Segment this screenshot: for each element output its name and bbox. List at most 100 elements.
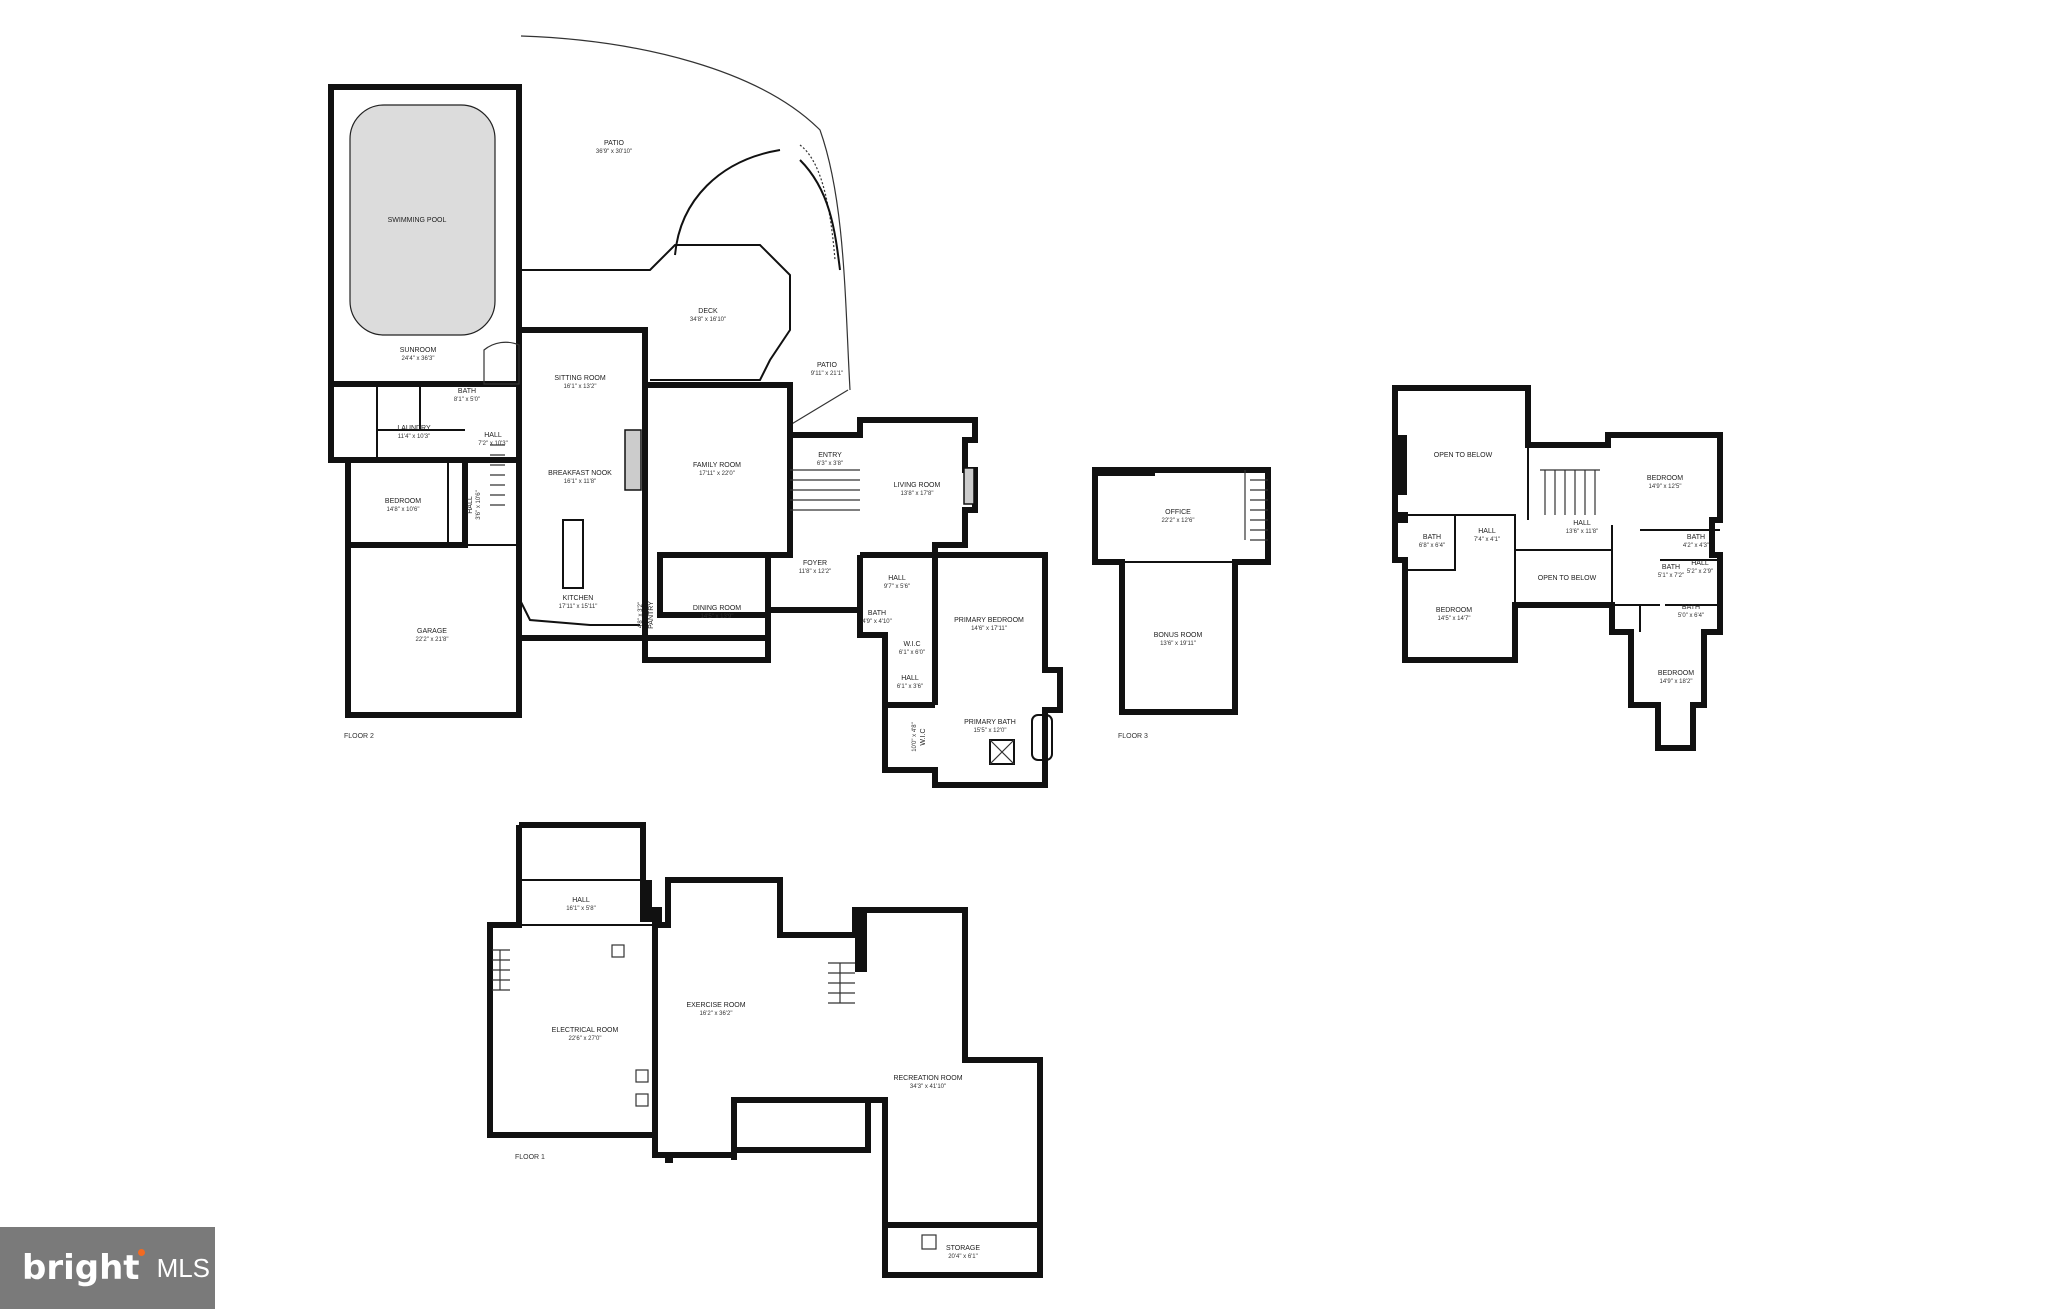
room-name: BATH xyxy=(1687,534,1705,541)
room-name: EXERCISE ROOM xyxy=(686,1002,745,1009)
room-dim: 14'6" x 17'11" xyxy=(971,626,1007,632)
room-name: BONUS ROOM xyxy=(1154,632,1203,639)
room-name: HALL xyxy=(1573,520,1591,527)
room-name: PRIMARY BATH xyxy=(964,719,1016,726)
bright-mls-logo: bright MLS xyxy=(0,1227,215,1309)
room-name: HALL xyxy=(1691,560,1709,567)
room-name: RECREATION ROOM xyxy=(893,1075,962,1082)
room-name: HALL xyxy=(572,897,590,904)
room-dim: 9'11" x 21'1" xyxy=(811,371,843,377)
room-name: LIVING ROOM xyxy=(894,482,941,489)
room-dim: 14'9" x 12'5" xyxy=(1649,484,1682,490)
swimming-pool-shape xyxy=(349,104,496,336)
room-dim: 14'9" x 18'2" xyxy=(1660,679,1693,685)
room-dim: 10'0" x 4'8" xyxy=(912,722,918,752)
room-dim: 36'9" x 30'10" xyxy=(596,149,632,155)
room-dim: 15'5" x 12'0" xyxy=(974,728,1007,734)
room-name: BREAKFAST NOOK xyxy=(548,470,612,477)
room-dim: 17'11" x 15'11" xyxy=(559,604,598,610)
floor-3-label: FLOOR 3 xyxy=(1118,733,1148,740)
room-dim: 5'2" x 2'9" xyxy=(1687,569,1713,575)
room-name: GARAGE xyxy=(417,628,447,635)
floor-1-label: FLOOR 1 xyxy=(515,1154,545,1161)
room-dim: 7'4" x 4'1" xyxy=(1474,537,1500,543)
room-dim: 5'0" x 6'4" xyxy=(1678,613,1704,619)
room-dim: 24'4" x 36'3" xyxy=(402,356,435,362)
room-name: PANTRY xyxy=(648,601,655,629)
room-name: OFFICE xyxy=(1165,509,1191,516)
logo-accent-dot xyxy=(137,1248,145,1256)
room-dim: 14'5" x 14'7" xyxy=(1438,616,1471,622)
room-dim: 13'8" x 17'8" xyxy=(901,491,934,497)
room-name: DECK xyxy=(698,308,718,315)
room-dim: 16'1" x 5'8" xyxy=(566,906,596,912)
floor-3-wing-plan xyxy=(1392,385,1723,751)
room-name: KITCHEN xyxy=(563,595,594,602)
floor-1-plan xyxy=(487,822,1043,1278)
room-dim: 17'11" x 22'0" xyxy=(699,471,735,477)
room-name: W.I.C xyxy=(920,728,927,745)
room-name: HALL xyxy=(888,575,906,582)
room-name: OPEN TO BELOW xyxy=(1538,575,1597,582)
room-name: FAMILY ROOM xyxy=(693,462,741,469)
room-name: W.I.C xyxy=(903,641,920,648)
room-dim: 7'2" x 10'3" xyxy=(478,441,508,447)
room-dim: 5'1" x 7'2" xyxy=(1658,573,1684,579)
room-name: OPEN TO BELOW xyxy=(1434,452,1493,459)
room-dim: 6'1" x 6'0" xyxy=(899,650,925,656)
room-dim: 4'2" x 4'3" xyxy=(1683,543,1709,549)
room-dim: 6'8" x 6'4" xyxy=(1419,543,1445,549)
room-dim: 22'2" x 21'8" xyxy=(416,637,449,643)
room-dim: 13'6" x 19'11" xyxy=(1160,641,1196,647)
logo-mls: MLS xyxy=(156,1252,211,1283)
room-name: ELECTRICAL ROOM xyxy=(552,1027,619,1034)
floor-3-plan xyxy=(1092,467,1271,715)
room-name: HALL xyxy=(901,675,919,682)
room-dim: 4'9" x 4'10" xyxy=(862,619,892,625)
room-dim: 3'6" x 10'6" xyxy=(476,490,482,520)
room-dim: 16'2" x 36'2" xyxy=(700,1011,733,1017)
room-dim: 14'8" x 10'6" xyxy=(387,507,420,513)
room-dim: 22'6" x 27'0" xyxy=(569,1036,602,1042)
room-dim: 16'1" x 13'2" xyxy=(564,384,597,390)
room-dim: 16'1" x 11'8" xyxy=(564,479,596,485)
room-name: HALL xyxy=(1478,528,1496,535)
room-dim: 6'3" x 3'8" xyxy=(817,461,843,467)
room-dim: 34'3" x 41'10" xyxy=(910,1084,946,1090)
room-dim: 22'2" x 12'6" xyxy=(1162,518,1195,524)
room-dim: 8'1" x 5'0" xyxy=(454,397,480,403)
room-name: BATH xyxy=(1662,564,1680,571)
room-name: BATH xyxy=(1423,534,1441,541)
room-name: SITTING ROOM xyxy=(554,375,606,382)
room-name: PATIO xyxy=(604,140,625,147)
room-name: SUNROOM xyxy=(400,347,437,354)
room-name: ENTRY xyxy=(818,452,842,459)
room-name: HALL xyxy=(467,496,474,514)
room-name: STORAGE xyxy=(946,1245,980,1252)
room-name: BATH xyxy=(1682,604,1700,611)
room-dim: 14'5" x 13'9" xyxy=(701,614,734,620)
floor-2-label: FLOOR 2 xyxy=(344,733,374,740)
room-dim: 34'8" x 16'10" xyxy=(690,317,726,323)
room-dim: 11'4" x 10'3" xyxy=(398,434,430,440)
room-name: PATIO xyxy=(817,362,838,369)
room-dim: 11'8" x 12'2" xyxy=(799,569,831,575)
room-name: PRIMARY BEDROOM xyxy=(954,617,1024,624)
room-dim: 4'8" x 3'2" xyxy=(638,602,644,628)
room-name: DINING ROOM xyxy=(693,605,741,612)
room-labels: FLOOR 2 FLOOR 3 FLOOR 1 PATIO 36'9" x 30… xyxy=(344,140,1713,1260)
room-name: BEDROOM xyxy=(1658,670,1694,677)
room-name: FOYER xyxy=(803,560,827,567)
room-name: BEDROOM xyxy=(1436,607,1472,614)
room-name: BATH xyxy=(458,388,476,395)
room-dim: 9'7" x 5'6" xyxy=(884,584,910,590)
room-name: BEDROOM xyxy=(385,498,421,505)
room-name: HALL xyxy=(484,432,502,439)
room-name: BEDROOM xyxy=(1647,475,1683,482)
room-dim: 6'1" x 3'6" xyxy=(897,684,923,690)
floor-2-plan xyxy=(328,35,1063,788)
room-name: LAUNDRY xyxy=(397,425,431,432)
room-name: BATH xyxy=(868,610,886,617)
logo-brand: bright xyxy=(22,1248,140,1288)
